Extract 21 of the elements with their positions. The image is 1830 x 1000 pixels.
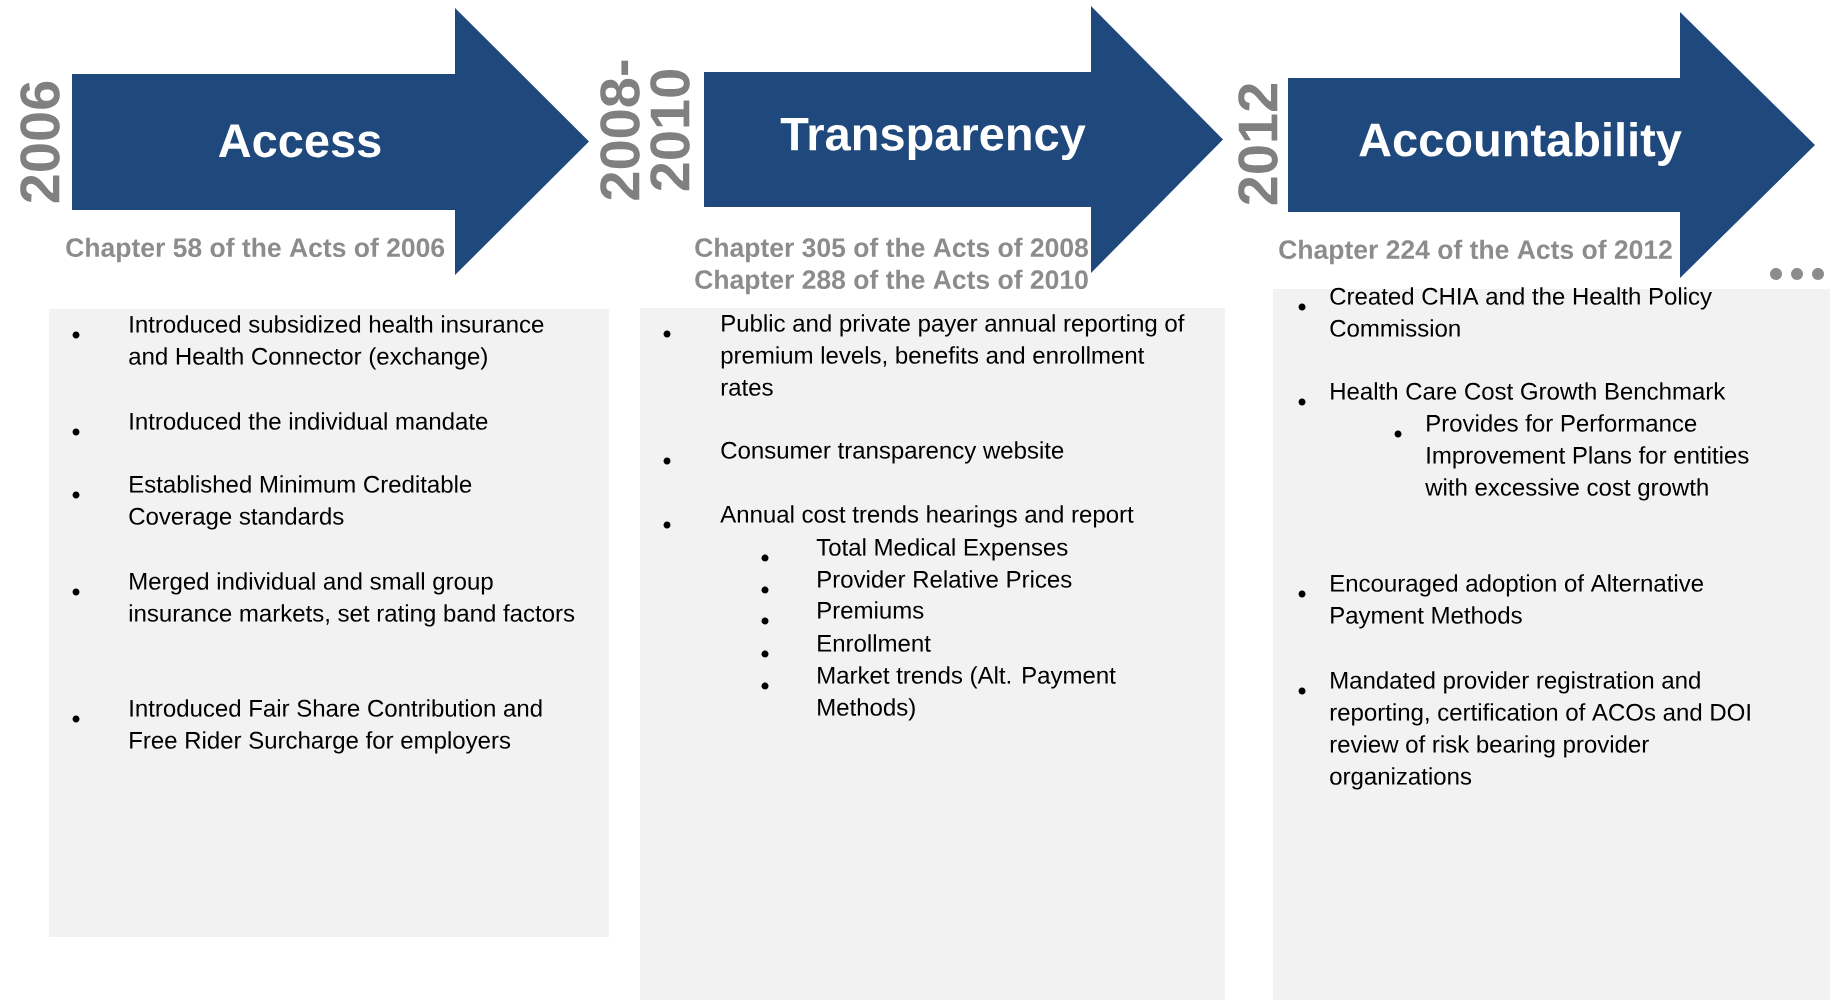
bullet-item: Mandated provider registration and reporting, certification of ACOs and DOI review of risk bearing provider organizations <box>1298 671 1750 790</box>
bullet-item: Established Minimum Creditable Coverage standards <box>72 475 472 530</box>
bullet-item: Encouraged adoption of Alternative Payment Methods <box>1298 574 1703 629</box>
bullet-item: Market trends (Alt. Payment Methods) <box>761 666 1116 721</box>
bullet-item: Consumer transparency website <box>663 441 1064 465</box>
bullet-item: Created CHIA and the Health Policy Commission <box>1298 287 1712 337</box>
bullet-item: Introduced Fair Share Contribution and Free Rider Surcharge for employers <box>72 699 542 754</box>
bullet-item: Merged individual and small group insurance markets, set rating band factors <box>72 572 575 627</box>
year-label: 2012 <box>1238 83 1278 205</box>
bullet-item: Introduced the individual mandate <box>72 412 488 436</box>
bullet-item: Provider Relative Prices <box>761 570 1072 594</box>
year-label: 2008-2010 <box>600 60 690 200</box>
bullet-item: Introduced subsidized health insurance and Health Connector (exchange) <box>72 315 544 370</box>
bullet-item: Premiums <box>761 601 924 625</box>
bullet-item: Annual cost trends hearings and report <box>663 505 1134 529</box>
bullet-item: Health Care Cost Growth Benchmark <box>1298 382 1726 406</box>
year-label: 2006 <box>20 81 60 203</box>
bullet-item: Public and private payer annual reporting of premium levels, benefits and enrollment rates <box>663 314 1185 396</box>
bullet-item: Enrollment <box>761 634 931 658</box>
bullet-item: Provides for Performance Improvement Plans for entities with excessive cost growth <box>1394 414 1749 501</box>
bullet-item: Total Medical Expenses <box>761 538 1068 562</box>
